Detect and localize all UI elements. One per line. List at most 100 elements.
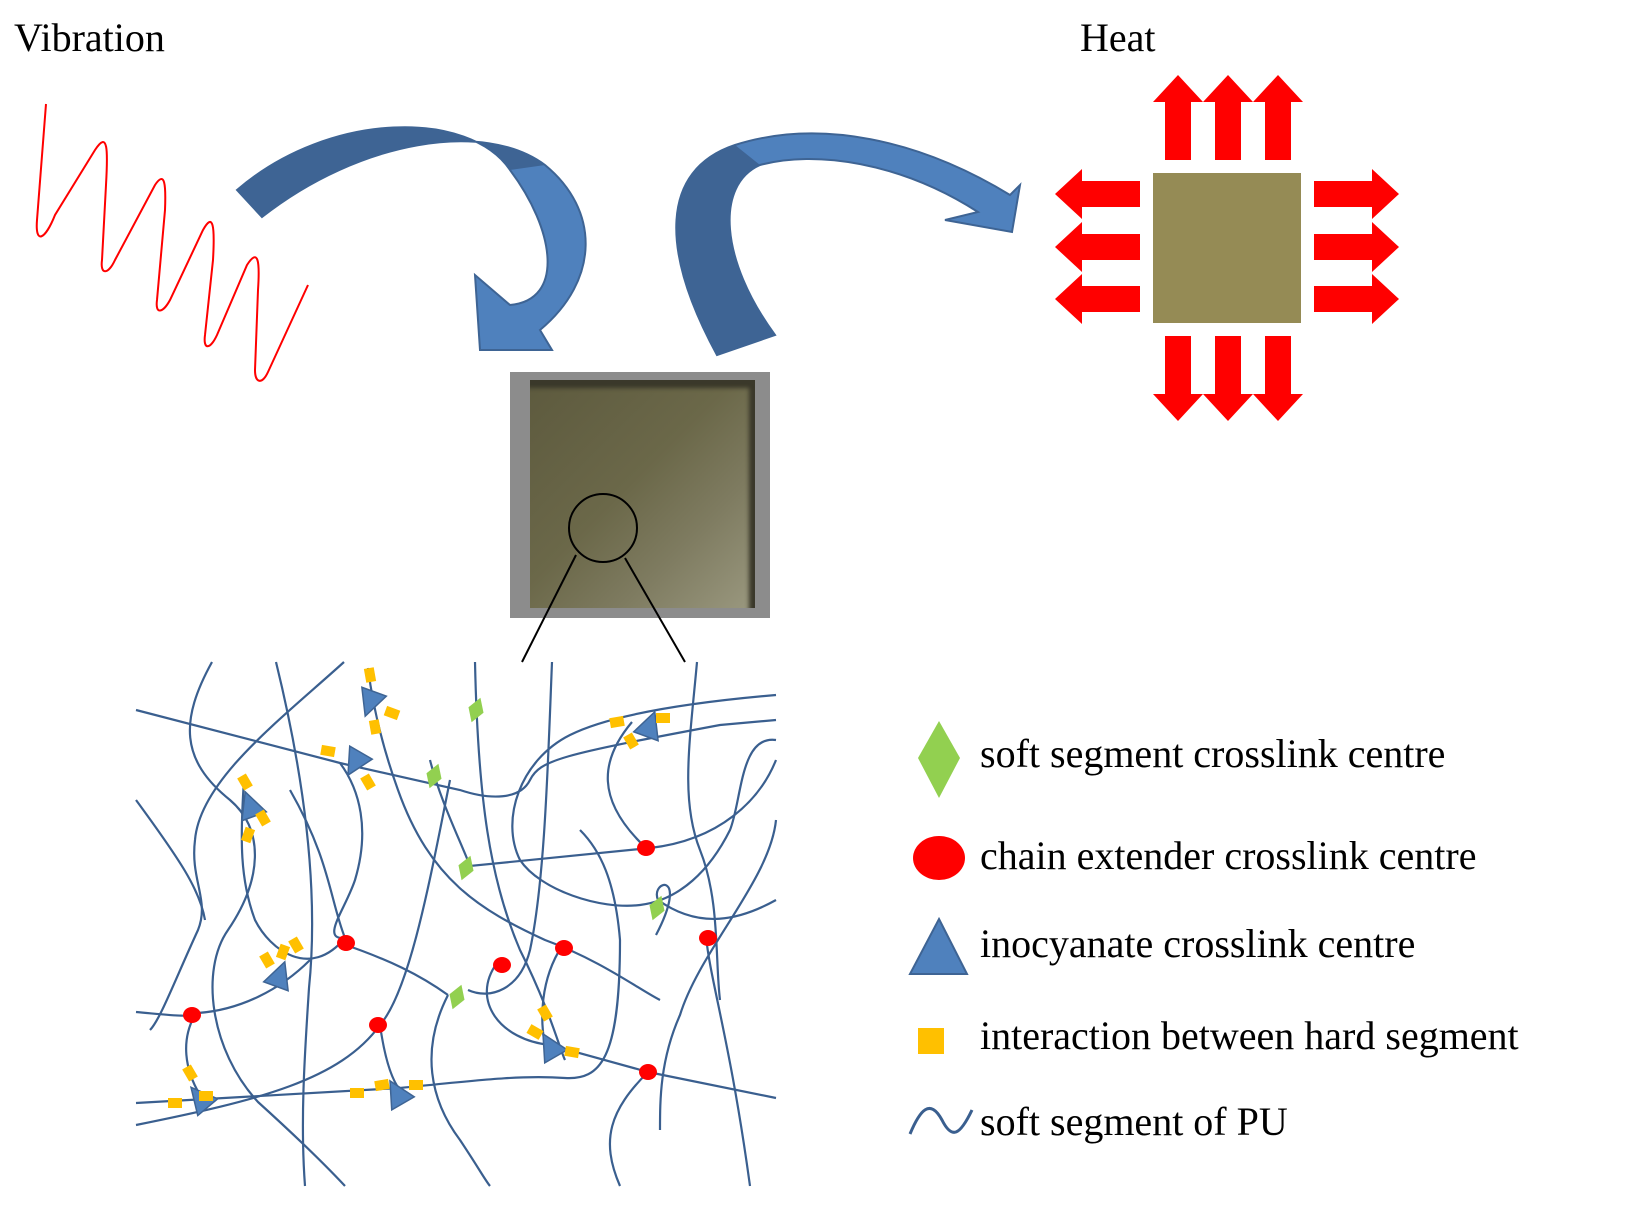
soft-segment-crosslink-marker [426,763,442,789]
network-markers [168,667,717,1117]
zoom-line-right [624,557,686,663]
hard-segment-interaction-marker [656,713,670,723]
heat-arrow-down [1153,336,1203,421]
heat-arrow-right [1314,169,1399,219]
chain-extender-crosslink-marker [493,957,511,973]
heat-arrow-up [1203,75,1253,160]
zoom-circle [568,493,638,563]
chain-extender-crosslink-marker [639,1064,657,1080]
hard-segment-interaction-marker [255,809,271,827]
isocyanate-crosslink-marker [347,744,374,777]
heat-arrow-right [1314,222,1399,272]
polymer-chain [541,945,563,1046]
heat-arrow-down [1203,336,1253,421]
hard-segment-interaction-marker [374,1078,390,1092]
legend-label-isocyanate-crosslink: inocyanate crosslink centre [980,921,1416,966]
hard-segment-interaction-marker [363,667,377,683]
isocyanate-crosslink-marker [389,1079,416,1112]
blue-wave-icon [908,1107,974,1135]
isocyanate-crosslink-marker [262,960,289,992]
legend-icons [908,721,974,1135]
polymer-chain [467,661,554,995]
chain-extender-crosslink-marker [699,930,717,946]
green-diamond-icon [918,721,960,798]
zoom-line-left [521,554,577,663]
heat-arrow-up [1153,75,1203,160]
hard-segment-interaction-marker [609,715,625,729]
chain-extender-crosslink-marker [369,1017,387,1033]
polymer-chain [333,762,364,940]
hard-segment-interaction-marker [240,826,256,844]
polymer-chain [473,661,566,1061]
polymer-chain [606,721,647,849]
polymer-chain [274,661,314,1187]
polymer-chain [704,935,752,1187]
hard-segment-interaction-marker [320,744,336,758]
hard-segment-interaction-marker [409,1080,423,1090]
hard-segment-interaction-marker [259,951,275,969]
legend-label-soft-segment-crosslink: soft segment crosslink centre [980,731,1446,776]
heat-arrow-left [1055,274,1140,324]
legend-label-hard-segment-interaction: interaction between hard segment [980,1013,1519,1058]
hard-segment-interaction-marker [350,1088,364,1098]
soft-segment-crosslink-marker [449,984,465,1010]
chain-extender-crosslink-marker [555,940,573,956]
polymer-chain [135,829,622,1105]
legend-label-chain-extender-crosslink: chain extender crosslink centre [980,833,1477,878]
blue-triangle-icon [908,916,969,975]
polymer-chain [608,1071,649,1187]
soft-segment-crosslink-marker [649,895,665,921]
polymer-chain [339,941,449,996]
vibration-wave [35,103,309,382]
polymer-chain [185,1012,201,1096]
chain-extender-crosslink-marker [637,840,655,856]
heat-arrow-left [1055,169,1140,219]
hard-segment-interaction-marker [368,719,382,735]
heat-arrows [1055,75,1399,421]
heat-label: Heat [1080,15,1156,60]
heat-arrow-down [1253,336,1303,421]
isocyanate-crosslink-marker [542,1032,569,1065]
polymer-chain [240,779,346,960]
isocyanate-crosslink-marker [632,710,659,742]
polymer-network [135,661,778,1187]
heat-arrow-right [1314,274,1399,324]
polymer-chain [428,759,778,868]
polymer-chain [289,789,347,939]
yellow-square-icon [918,1028,944,1054]
polymer-chain [188,661,346,1187]
chain-extender-crosslink-marker [183,1007,201,1023]
hard-segment-interaction-marker [168,1098,182,1108]
hard-segment-interaction-marker [288,936,304,954]
isocyanate-crosslink-marker [361,686,388,718]
polymer-chain [687,661,722,1001]
legend-label-soft-segment-pu: soft segment of PU [980,1099,1288,1144]
heat-arrow-up [1253,75,1303,160]
curved-arrow-right-shade [676,145,775,355]
polymer-chain [135,779,452,1127]
hard-segment-interaction-marker [360,773,376,791]
polymer-chain [149,661,345,1031]
hard-segment-interaction-marker [275,943,291,961]
hard-segment-interaction-marker [383,705,401,721]
polymer-chain [135,708,777,798]
polymer-chain [135,799,207,921]
polymer-chain [430,994,491,1187]
hard-segment-interaction-marker [199,1091,213,1101]
hard-segment-interaction-marker [182,1064,198,1082]
vibration-label: Vibration [14,15,165,60]
hard-segment-interaction-marker [526,1024,544,1040]
hard-segment-interaction-marker [237,773,253,791]
soft-segment-crosslink-marker [458,855,474,881]
red-circle-icon [913,836,965,880]
hard-segment-interaction-marker [537,1004,553,1022]
chain-extender-crosslink-marker [337,935,355,951]
heat-arrow-left [1055,222,1140,272]
hard-segment-interaction-marker [623,732,639,750]
heat-block [1153,173,1301,323]
hard-segment-interaction-marker [564,1045,580,1059]
polymer-chain [511,693,777,907]
soft-segment-crosslink-marker [468,697,484,723]
curved-arrow-left-shade [237,127,545,217]
